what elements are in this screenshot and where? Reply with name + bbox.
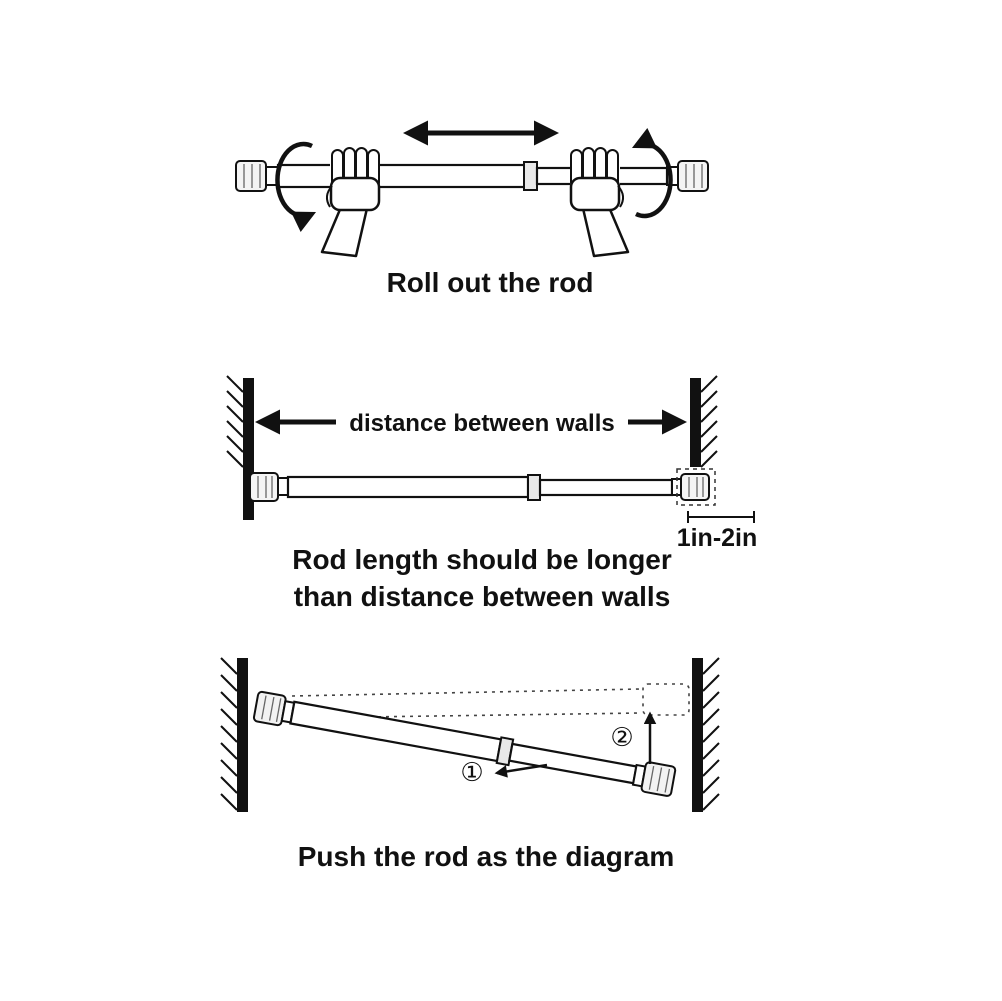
rod-end-cap-left xyxy=(235,160,267,192)
panel-roll: Roll out the rod xyxy=(235,120,709,298)
length-caption-line1: Rod length should be longer xyxy=(292,544,672,575)
wall-right-push xyxy=(692,657,720,812)
rod-length xyxy=(249,472,710,502)
push-direction-arrow-icon xyxy=(494,763,548,778)
step2-marker: ② xyxy=(610,723,633,753)
rod-push xyxy=(252,690,677,797)
roll-caption: Roll out the rod xyxy=(387,267,594,298)
rod-end-cap-right xyxy=(677,160,709,192)
step2-lift-arrow: ② xyxy=(610,711,657,764)
distance-label-backing xyxy=(336,404,628,436)
rod-roll xyxy=(235,160,709,192)
panel-push: ① ② Push the rod as the diagram xyxy=(220,657,720,872)
left-hand xyxy=(320,147,381,258)
length-caption-line2: than distance between walls xyxy=(294,581,671,612)
overlap-label: 1in-2in xyxy=(677,524,758,552)
wall-left xyxy=(226,375,254,520)
wall-right xyxy=(690,375,718,468)
rotate-arrow-left-icon xyxy=(275,141,317,232)
push-caption: Push the rod as the diagram xyxy=(298,841,675,872)
overlap-dimension: 1in-2in xyxy=(676,468,758,552)
right-hand xyxy=(569,147,630,258)
step1-push-arrow: ① xyxy=(460,758,548,788)
distance-label: distance between walls xyxy=(349,410,614,437)
wall-left-push xyxy=(220,657,248,812)
rod-outer-tube xyxy=(276,163,530,189)
step1-marker: ① xyxy=(460,758,483,788)
rotate-arrow-right-icon xyxy=(631,128,673,219)
rod-collar xyxy=(523,161,538,191)
panel-length: distance between walls 1in-2in Rod len xyxy=(226,375,758,612)
